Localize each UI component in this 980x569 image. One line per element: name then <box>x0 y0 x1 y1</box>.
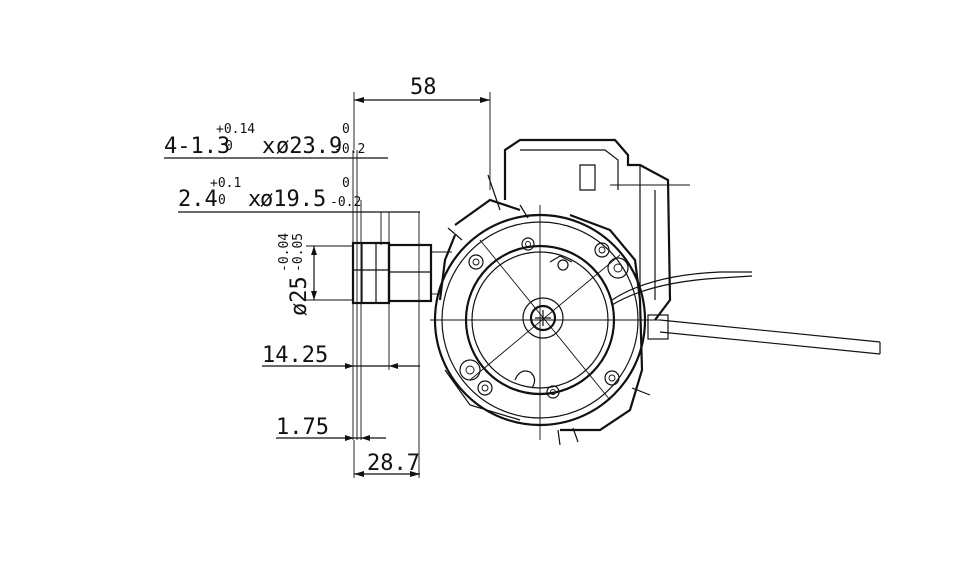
spec2-tol-lower: 0 <box>218 193 226 208</box>
dim-1-75-label: 1.75 <box>276 415 329 440</box>
screw-5 <box>477 380 493 396</box>
screw-7 <box>521 237 535 251</box>
dimension-14-25: 14.25 <box>262 343 420 369</box>
spec1-dia-tol-upper: 0 <box>342 122 350 137</box>
spigot-tol-upper: -0.04 <box>277 233 292 272</box>
screw-2 <box>594 242 610 258</box>
spec-2: 2.4 +0.1 0 x ø19.5 0 -0.2 <box>178 176 420 213</box>
spec1-count: 4-1.3 <box>164 134 230 159</box>
pump-body <box>430 138 690 446</box>
spec1-tol-lower: 0 <box>225 139 233 154</box>
spec2-times: x <box>248 187 261 212</box>
spigot <box>351 150 452 478</box>
spec2-tol-upper: +0.1 <box>210 176 241 191</box>
spec2-dia: ø19.5 <box>260 187 326 212</box>
spec1-dia: ø23.9 <box>276 134 342 159</box>
screw-6 <box>604 370 620 386</box>
spec1-times: x <box>262 134 275 159</box>
dimension-1-75: 1.75 <box>276 415 386 441</box>
spec1-dia-tol-lower: -0.2 <box>334 142 365 157</box>
spigot-diameter-dim: ø25 -0.04 -0.05 <box>277 233 354 316</box>
screw-9 <box>557 259 569 271</box>
dim-28-7-label: 28.7 <box>367 451 420 476</box>
screw-1 <box>468 254 484 270</box>
screw-8 <box>546 385 560 399</box>
cables <box>611 271 881 355</box>
dimension-58: 58 <box>353 75 491 190</box>
spec2-dia-tol-lower: -0.2 <box>330 195 361 210</box>
dim-14-25-label: 14.25 <box>262 343 328 368</box>
spec2-dia-tol-upper: 0 <box>342 176 350 191</box>
dimension-28-7: 28.7 <box>353 440 420 478</box>
spec1-tol-upper: +0.14 <box>216 122 255 137</box>
spigot-dia-label: ø25 <box>287 276 312 316</box>
dim-58-label: 58 <box>410 75 437 100</box>
spigot-tol-lower: -0.05 <box>291 233 306 272</box>
screw-4 <box>459 359 481 381</box>
spec-1: 4-1.3 +0.14 0 x ø23.9 0 -0.2 <box>164 122 388 159</box>
spec2-count: 2.4 <box>178 187 218 212</box>
screw-3 <box>607 257 629 279</box>
